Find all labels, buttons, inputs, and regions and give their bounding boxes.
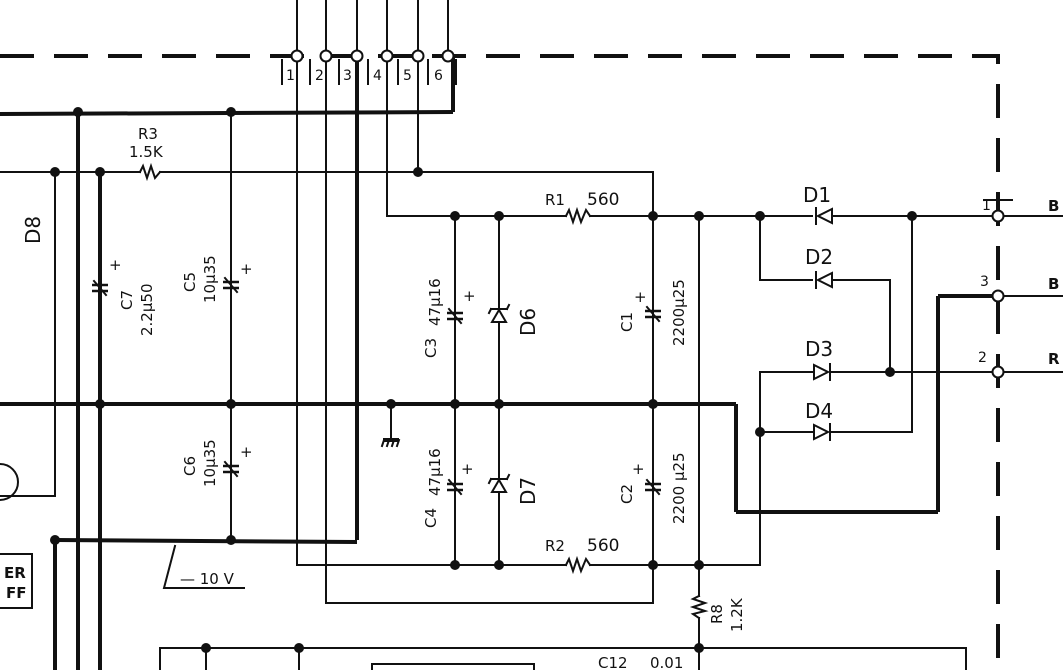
d7-ref: D7 (516, 477, 540, 505)
c6-ref: C6 (181, 456, 199, 476)
c3-value: 47µ16 (426, 278, 444, 326)
c2-plus: + (632, 460, 645, 478)
c5-value: 10µ35 (201, 255, 219, 303)
top-pin-3: 3 (343, 68, 352, 84)
c7-value: 2.2µ50 (138, 284, 156, 337)
c6-symbol (223, 460, 239, 478)
c12-value: 0.01 (650, 654, 683, 670)
d2-symbol (815, 271, 833, 289)
r2-value: 560 (587, 536, 619, 556)
d8-ref: D8 (21, 216, 45, 244)
left-box-bottom: FF (6, 584, 27, 602)
c5-ref: C5 (181, 272, 199, 292)
connector-terminals (290, 49, 1005, 379)
c3-ref: C3 (422, 338, 440, 358)
c4-value: 47µ16 (426, 448, 444, 496)
c12-ref: C12 (598, 654, 628, 670)
c1-value: 2200µ25 (670, 279, 688, 346)
r1-ref: R1 (545, 191, 565, 209)
d4-symbol (813, 423, 831, 441)
r3-value: 1.5K (129, 143, 164, 161)
r8-value: 1.2K (728, 597, 746, 632)
top-pin-6: 6 (434, 68, 443, 84)
d4-ref: D4 (805, 399, 833, 423)
left-edge-component (0, 462, 33, 609)
d7-symbol (487, 473, 511, 493)
d6-ref: D6 (516, 308, 540, 336)
c2-value: 2200 µ25 (670, 452, 688, 524)
edge-label-b2: B (1048, 275, 1059, 293)
board-outline (0, 54, 1000, 670)
c4-plus: + (461, 460, 474, 478)
d1-symbol (815, 207, 833, 225)
d1-ref: D1 (803, 183, 831, 207)
labels: R3 1.5K R1 560 R2 560 R8 1.2K C7 2.2µ50 … (4, 125, 1060, 670)
edge-label-r: R (1048, 350, 1060, 368)
c7-symbol (92, 279, 108, 297)
junctions (50, 107, 917, 653)
right-pin-1: 1 (982, 198, 991, 214)
top-connector: 1 2 3 4 5 6 (281, 59, 457, 85)
c3-plus: + (463, 287, 476, 305)
voltage-label: — 10 V (180, 570, 235, 588)
c4-symbol (447, 478, 463, 496)
left-box-top: ER (4, 564, 26, 582)
resistor-symbols (138, 162, 709, 620)
c2-symbol (645, 478, 661, 496)
d3-symbol (813, 363, 831, 381)
c2-ref: C2 (618, 484, 636, 504)
c5-plus: + (240, 260, 253, 278)
right-pin-3: 3 (980, 274, 989, 290)
top-pin-2: 2 (315, 68, 324, 84)
top-pin-4: 4 (373, 68, 382, 84)
c7-ref: C7 (118, 290, 136, 310)
c6-plus: + (240, 443, 253, 461)
right-pin-2: 2 (978, 350, 987, 366)
edge-label-b1: B (1048, 197, 1059, 215)
c3-symbol (447, 307, 463, 325)
r8-ref: R8 (708, 604, 726, 624)
rectifier-symbols (813, 207, 833, 441)
r3-ref: R3 (138, 125, 158, 143)
top-cable-wires (296, 0, 449, 57)
c1-symbol (645, 305, 661, 323)
top-pin-5: 5 (403, 68, 412, 84)
ground-icon (380, 438, 401, 448)
d3-ref: D3 (805, 337, 833, 361)
d6-symbol (487, 303, 511, 323)
c6-value: 10µ35 (201, 439, 219, 487)
r1-value: 560 (587, 190, 619, 210)
c4-ref: C4 (422, 508, 440, 528)
c5-symbol (223, 276, 239, 294)
r2-ref: R2 (545, 537, 565, 555)
d2-ref: D2 (805, 245, 833, 269)
c1-ref: C1 (618, 312, 636, 332)
capacitor-symbols: + + + + + + + (92, 256, 661, 496)
c1-plus: + (634, 288, 647, 306)
c7-plus: + (109, 256, 122, 274)
top-pin-1: 1 (286, 68, 295, 84)
zener-symbols (487, 303, 511, 493)
